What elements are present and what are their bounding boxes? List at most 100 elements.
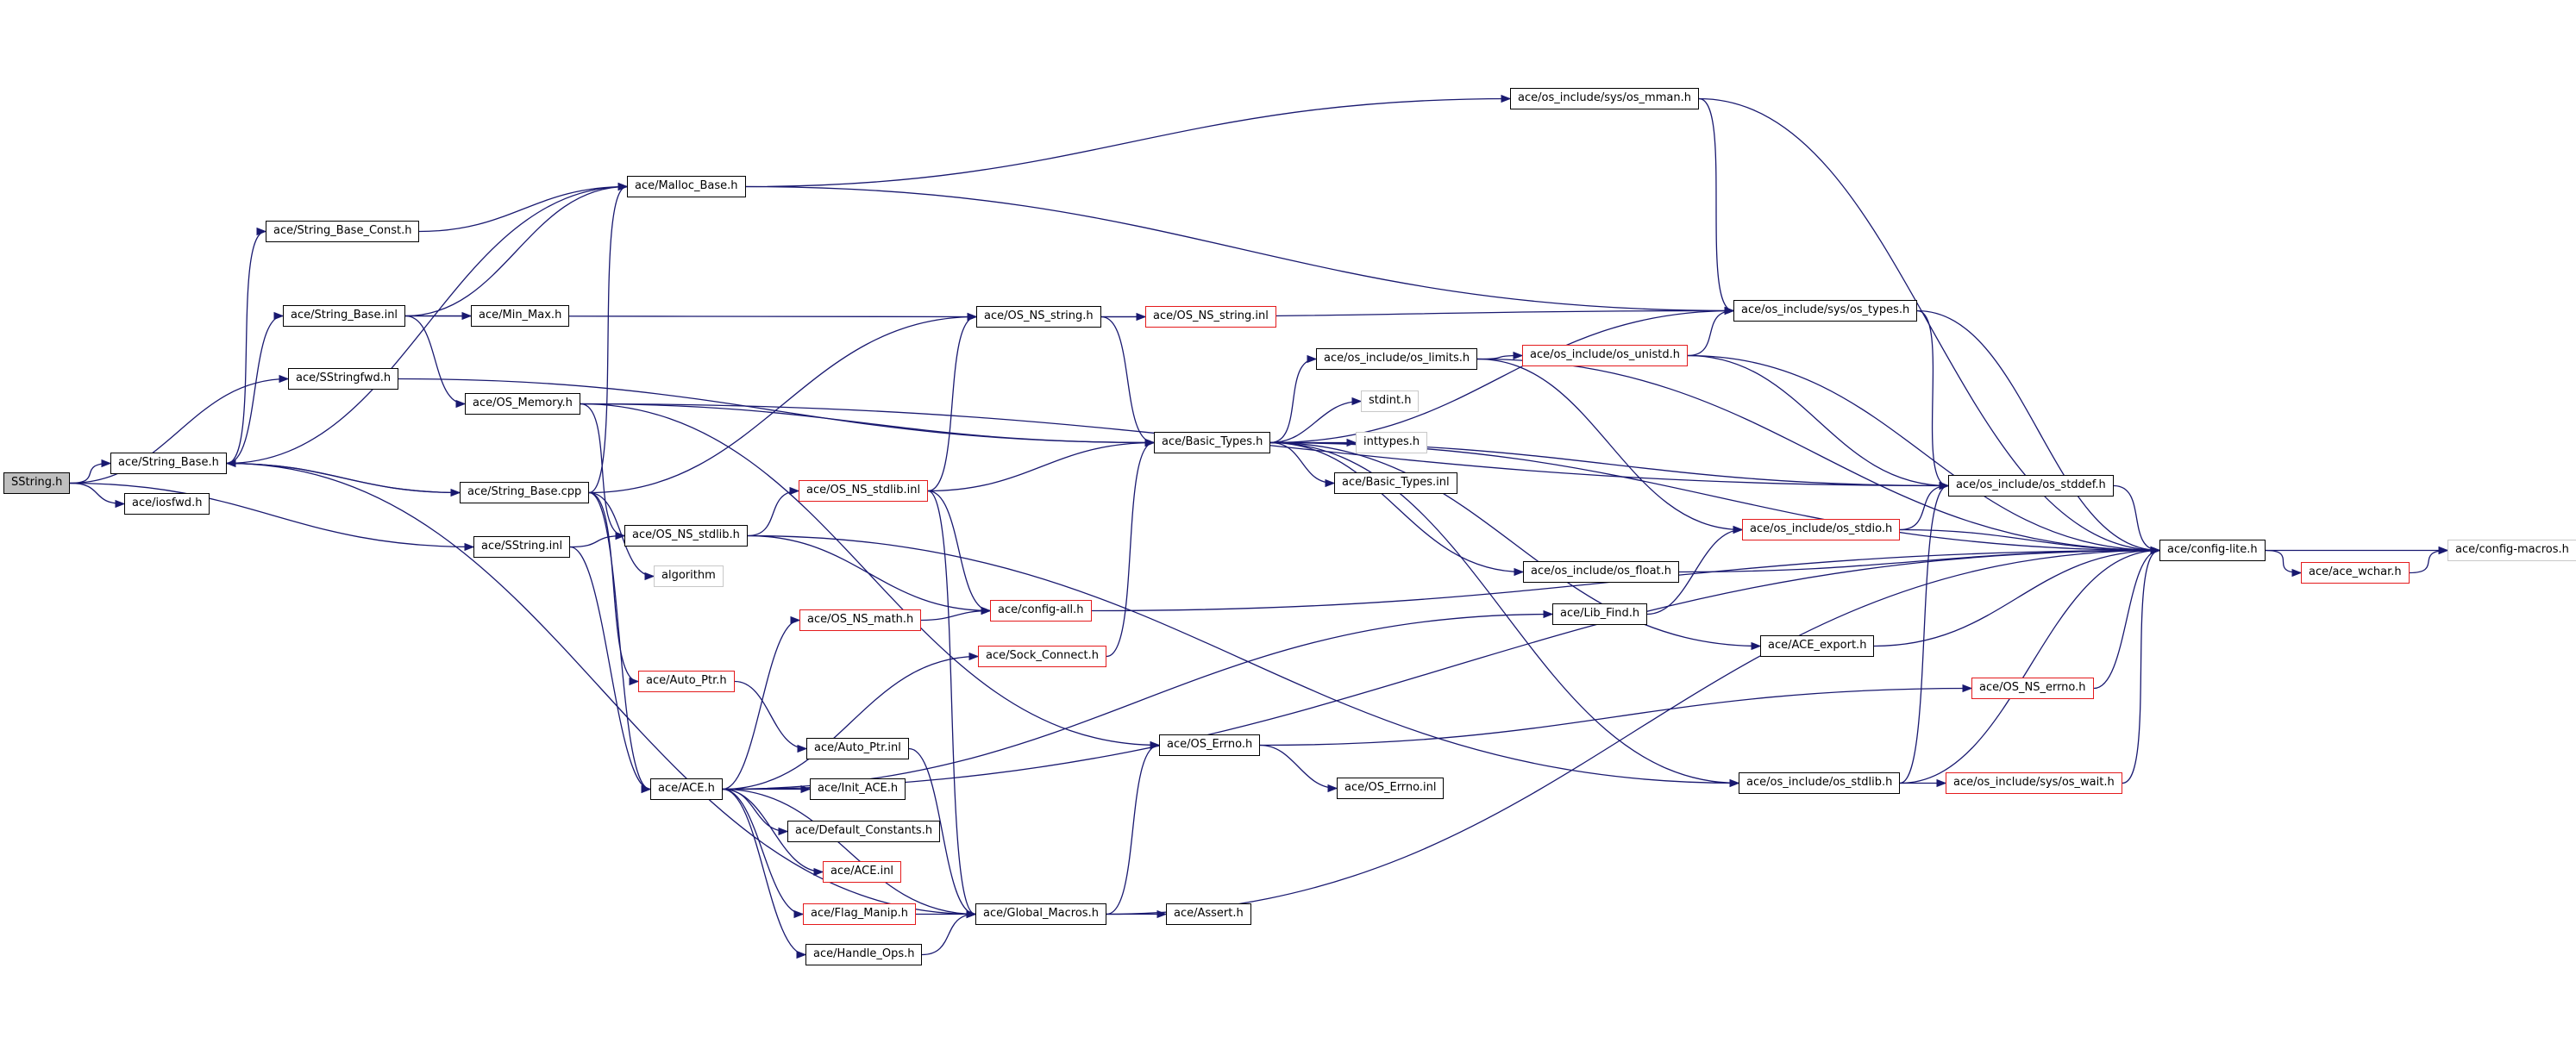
edge-ace_h-to-default_constants_h <box>722 788 789 836</box>
edge-global_macros_h-to-config_lite_h <box>1106 546 2161 915</box>
node-assert-h[interactable]: ace/Assert.h <box>1166 903 1251 925</box>
edge-string_base_h-to-string_base_const_h <box>226 227 267 465</box>
node-config-macros-h[interactable]: ace/config-macros.h <box>2448 540 2576 561</box>
node-sstringfwd-h[interactable]: ace/SStringfwd.h <box>288 368 399 390</box>
edge-os_ns_stdlib_inl-to-global_macros_h <box>927 490 977 919</box>
edge-string_base_h-to-malloc_base_h <box>226 182 629 465</box>
edge-basic_types_h-to-basic_types_inl <box>1269 441 1336 488</box>
edge-os_stdio_h-to-os_stddef_h <box>1899 481 1950 531</box>
edge-os_memory_h-to-os_errno_h <box>580 403 1161 750</box>
node-string-base-const-h[interactable]: ace/String_Base_Const.h <box>266 221 420 242</box>
edge-sstring_h-to-string_base_h <box>69 459 112 484</box>
edge-ace_export_h-to-config_lite_h <box>1873 546 2161 647</box>
edge-ace_h-to-ace_inl <box>722 788 824 877</box>
edge-string_base_const_h-to-malloc_base_h <box>418 182 629 233</box>
edge-basic_types_h-to-os_float_h <box>1269 441 1525 577</box>
node-os-limits-h[interactable]: ace/os_include/os_limits.h <box>1316 348 1478 370</box>
node-os-ns-math-h[interactable]: ace/OS_NS_math.h <box>799 609 922 631</box>
edge-ace_h-to-global_macros_h <box>722 788 977 919</box>
edge-string_base_cpp-to-os_ns_string_h <box>588 312 978 494</box>
edge-basic_types_h-to-ace_export_h <box>1269 441 1762 651</box>
edge-os_mman_h-to-os_types_h <box>1698 97 1735 315</box>
node-os-ns-string-h[interactable]: ace/OS_NS_string.h <box>976 306 1101 328</box>
node-os-stdio-h[interactable]: ace/os_include/os_stdio.h <box>1742 519 1901 540</box>
node-config-lite-h[interactable]: ace/config-lite.h <box>2159 540 2266 561</box>
edge-string_base_inl-to-os_memory_h <box>404 315 467 409</box>
edge-string_base_h-to-global_macros_h <box>226 462 977 919</box>
node-os-stddef-h[interactable]: ace/os_include/os_stddef.h <box>1948 475 2114 497</box>
edge-os_types_h-to-os_stddef_h <box>1916 309 1950 490</box>
edge-global_macros_h-to-os_errno_h <box>1106 740 1161 915</box>
node-os-types-h[interactable]: ace/os_include/sys/os_types.h <box>1733 300 1918 322</box>
node-os-stdlib-h[interactable]: ace/os_include/os_stdlib.h <box>1739 772 1901 794</box>
node-sstring-inl[interactable]: ace/SString.inl <box>473 536 571 558</box>
edge-auto_ptr_h-to-auto_ptr_inl <box>734 680 808 753</box>
edge-os_limits_h-to-config_lite_h <box>1476 358 2161 555</box>
edge-os_wait_h-to-config_lite_h <box>2122 546 2161 784</box>
edge-os_errno_h-to-os_ns_errno_h <box>1259 684 1973 747</box>
edge-sstring_inl-to-ace_h <box>569 546 652 794</box>
node-os-ns-errno-h[interactable]: ace/OS_NS_errno.h <box>1971 678 2094 699</box>
edge-ace_h-to-lib_find_h <box>722 609 1554 790</box>
edge-os_errno_h-to-os_errno_inl <box>1259 744 1338 793</box>
edge-os_memory_h-to-basic_types_h <box>580 403 1156 447</box>
node-os-ns-stdlib-inl[interactable]: ace/OS_NS_stdlib.inl <box>799 480 929 502</box>
node-init-ace-h[interactable]: ace/Init_ACE.h <box>810 778 906 800</box>
node-global-macros-h[interactable]: ace/Global_Macros.h <box>975 903 1106 925</box>
node-os-wait-h[interactable]: ace/os_include/sys/os_wait.h <box>1946 772 2122 794</box>
node-auto-ptr-h[interactable]: ace/Auto_Ptr.h <box>638 671 735 692</box>
edge-os_memory_h-to-os_ns_stdlib_h <box>580 403 626 540</box>
edge-sstring_h-to-iosfwd_h <box>69 482 126 509</box>
node-string-base-h[interactable]: ace/String_Base.h <box>110 453 227 474</box>
node-string-base-inl[interactable]: ace/String_Base.inl <box>283 305 406 327</box>
node-sstring-h[interactable]: SString.h <box>3 472 71 494</box>
node-basic-types-inl[interactable]: ace/Basic_Types.inl <box>1334 472 1457 494</box>
edge-string_base_cpp-to-auto_ptr_h <box>588 491 640 686</box>
node-ace-export-h[interactable]: ace/ACE_export.h <box>1760 635 1875 657</box>
node-os-float-h[interactable]: ace/os_include/os_float.h <box>1523 561 1680 583</box>
edge-ace_h-to-flag_manip_h <box>722 788 805 919</box>
edge-os_stdlib_h-to-os_stddef_h <box>1899 481 1950 784</box>
node-auto-ptr-inl[interactable]: ace/Auto_Ptr.inl <box>806 738 909 759</box>
edge-os_ns_stdlib_h-to-os_stdlib_h <box>747 534 1740 788</box>
edge-os_ns_stdlib_inl-to-basic_types_h <box>927 438 1156 492</box>
node-min-max-h[interactable]: ace/Min_Max.h <box>471 305 570 327</box>
edge-string_base_h-to-string_base_inl <box>226 311 285 465</box>
edge-sstring_inl-to-os_ns_stdlib_h <box>569 531 626 548</box>
node-iosfwd-h[interactable]: ace/iosfwd.h <box>124 493 210 515</box>
node-os-unistd-h[interactable]: ace/os_include/os_unistd.h <box>1522 345 1689 366</box>
edge-sstring_h-to-sstring_inl <box>69 482 475 552</box>
node-os-ns-stdlib-h[interactable]: ace/OS_NS_stdlib.h <box>624 525 748 547</box>
node-handle-ops-h[interactable]: ace/Handle_Ops.h <box>805 944 923 965</box>
node-lib-find-h[interactable]: ace/Lib_Find.h <box>1552 603 1648 625</box>
node-string-base-cpp[interactable]: ace/String_Base.cpp <box>460 482 590 503</box>
node-config-all-h[interactable]: ace/config-all.h <box>990 600 1092 622</box>
node-stdint-h[interactable]: stdint.h <box>1361 390 1420 412</box>
node-default-constants-h[interactable]: ace/Default_Constants.h <box>787 821 941 842</box>
edge-string_base_cpp-to-malloc_base_h <box>588 182 629 494</box>
node-algorithm[interactable]: algorithm <box>654 565 724 587</box>
node-os-memory-h[interactable]: ace/OS_Memory.h <box>465 393 580 415</box>
node-os-errno-h[interactable]: ace/OS_Errno.h <box>1159 734 1261 756</box>
node-os-mman-h[interactable]: ace/os_include/sys/os_mman.h <box>1510 88 1699 109</box>
node-ace-wchar-h[interactable]: ace/ace_wchar.h <box>2301 562 2410 584</box>
node-inttypes-h[interactable]: inttypes.h <box>1356 432 1428 453</box>
node-ace-h[interactable]: ace/ACE.h <box>650 778 723 800</box>
edge-os_stdio_h-to-config_lite_h <box>1899 528 2161 555</box>
edge-os_types_h-to-config_lite_h <box>1916 309 2161 555</box>
node-flag-manip-h[interactable]: ace/Flag_Manip.h <box>803 903 916 925</box>
edge-os_ns_stdlib_inl-to-config_all_h <box>927 490 992 615</box>
node-os-errno-inl[interactable]: ace/OS_Errno.inl <box>1337 778 1445 799</box>
edge-layer <box>69 94 2449 959</box>
node-ace-inl[interactable]: ace/ACE.inl <box>823 861 902 883</box>
node-malloc-base-h[interactable]: ace/Malloc_Base.h <box>627 176 746 197</box>
edge-string_base_cpp-to-string_base_h <box>225 459 461 494</box>
edge-os_float_h-to-config_lite_h <box>1678 546 2161 573</box>
node-os-ns-string-inl[interactable]: ace/OS_NS_string.inl <box>1145 306 1276 328</box>
edge-config_lite_h-to-ace_wchar_h <box>2265 549 2303 578</box>
node-basic-types-h[interactable]: ace/Basic_Types.h <box>1154 432 1271 453</box>
edge-os_ns_stdlib_h-to-config_all_h <box>747 534 992 615</box>
node-sock-connect-h[interactable]: ace/Sock_Connect.h <box>978 646 1106 667</box>
edge-ace_wchar_h-to-config_macros_h <box>2409 546 2449 574</box>
